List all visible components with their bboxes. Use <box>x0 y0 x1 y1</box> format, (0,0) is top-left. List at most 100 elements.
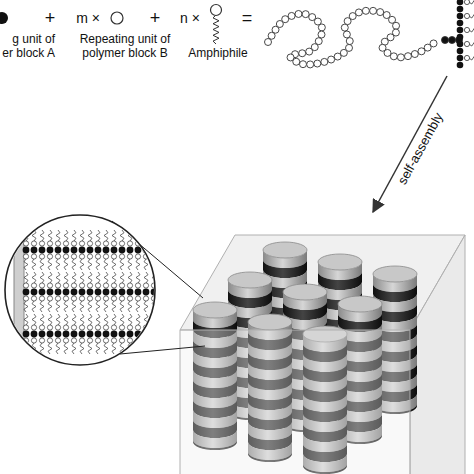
amphiphile-tail <box>24 301 28 312</box>
block-a-bead <box>23 331 30 338</box>
amphiphile-head <box>127 241 132 246</box>
chain-bead <box>457 55 464 62</box>
chain-bead <box>457 6 464 13</box>
amphiphile-tail <box>96 230 100 241</box>
amphiphile-tail <box>72 272 76 283</box>
chain-bead <box>449 37 456 44</box>
chain-bead <box>457 13 464 20</box>
amphiphile-head <box>39 283 44 288</box>
amphiphile-tail <box>88 272 92 283</box>
amphiphile-tail <box>72 259 76 270</box>
amphiphile-head <box>71 338 76 343</box>
amphiphile-tail <box>112 230 116 241</box>
chain-bead <box>442 37 449 44</box>
amphiphile-tail <box>120 314 124 325</box>
amphiphile-tail <box>32 259 36 270</box>
amphiphile-tail <box>96 301 100 312</box>
amphiphile-tail <box>112 272 116 283</box>
block-a-bead <box>55 247 62 254</box>
amphiphile-tail <box>72 314 76 325</box>
amphiphile-tail <box>104 230 108 241</box>
zoom-detail <box>14 210 157 370</box>
amphiphile-tail <box>56 343 60 354</box>
amphiphile-head <box>111 325 116 330</box>
block-a-bead <box>143 331 150 338</box>
amphiphile-head <box>87 283 92 288</box>
chain-bead <box>307 61 314 68</box>
block-a-bead <box>135 289 142 296</box>
plus-sign: + <box>150 8 161 29</box>
amphiphile-head <box>464 27 469 32</box>
amphiphile-tail <box>96 343 100 354</box>
polymer-chain <box>265 0 474 68</box>
amphiphile-tail <box>24 272 28 283</box>
amphiphile-tail <box>56 314 60 325</box>
assembly-arrow <box>373 76 447 212</box>
block-a-bead <box>71 247 78 254</box>
block-a-bead <box>127 331 134 338</box>
amphiphile-head <box>127 254 132 259</box>
amphiphile-head <box>95 283 100 288</box>
amphiphile-tail <box>120 259 124 270</box>
amphiphile-head <box>39 338 44 343</box>
chain-bead <box>318 31 325 38</box>
amphiphile-head <box>135 283 140 288</box>
block-a-bead <box>79 331 86 338</box>
amphiphile-tail <box>64 230 68 241</box>
amphiphile-tail <box>48 314 52 325</box>
amphiphile-head <box>127 325 132 330</box>
amphiphile-head <box>79 241 84 246</box>
block-a-bead <box>23 247 30 254</box>
amphiphile-head <box>55 283 60 288</box>
chain-bead <box>346 44 353 51</box>
chain-bead <box>411 51 418 58</box>
block-a-bead <box>31 289 38 296</box>
cylinder-band <box>263 260 307 278</box>
amphiphile-tail <box>136 301 140 312</box>
block-a-bead <box>63 331 70 338</box>
block-a-bead <box>55 331 62 338</box>
amphiphile-tail <box>88 314 92 325</box>
amphiphile-tail <box>40 259 44 270</box>
amphiphile-tail <box>120 301 124 312</box>
block-a-bead <box>63 289 70 296</box>
block-a-bead <box>39 247 46 254</box>
chain-bead <box>457 34 464 41</box>
amphiphile-head <box>111 254 116 259</box>
chain-bead <box>265 39 272 46</box>
cylinder-band <box>338 314 382 332</box>
amphiphile-tail <box>104 259 108 270</box>
amphiphile-head <box>47 254 52 259</box>
amphiphile-head <box>119 325 124 330</box>
amphiphile-head <box>87 254 92 259</box>
chain-bead <box>377 9 384 16</box>
amphiphile-tail <box>128 301 132 312</box>
amphiphile-tail <box>48 272 52 283</box>
amphiphile-head <box>71 296 76 301</box>
chain-bead <box>293 58 300 65</box>
box-side <box>410 235 465 474</box>
amphiphile-head <box>31 296 36 301</box>
amphiphile-tail <box>40 301 44 312</box>
amphiphile-head <box>464 55 469 60</box>
amphiphile-tail <box>128 272 132 283</box>
amphiphile-tail <box>152 230 156 241</box>
amphiphile-head <box>79 254 84 259</box>
chain-bead <box>370 7 377 14</box>
amphiphile-tail <box>48 301 52 312</box>
amphiphile-head <box>103 283 108 288</box>
amphiphile-head <box>47 241 52 246</box>
cylinder-band <box>228 290 272 308</box>
chain-bead <box>457 48 464 55</box>
amphiphile-tail <box>24 259 28 270</box>
amphiphile-tail <box>24 314 28 325</box>
block-a-bead <box>111 331 118 338</box>
chain-bead <box>355 9 362 16</box>
block-a-bead <box>55 289 62 296</box>
amphiphile-tail <box>80 301 84 312</box>
block-a-bead <box>31 247 38 254</box>
amphiphile-head <box>23 241 28 246</box>
amphiphile-tail <box>32 301 36 312</box>
chain-bead <box>318 24 325 31</box>
